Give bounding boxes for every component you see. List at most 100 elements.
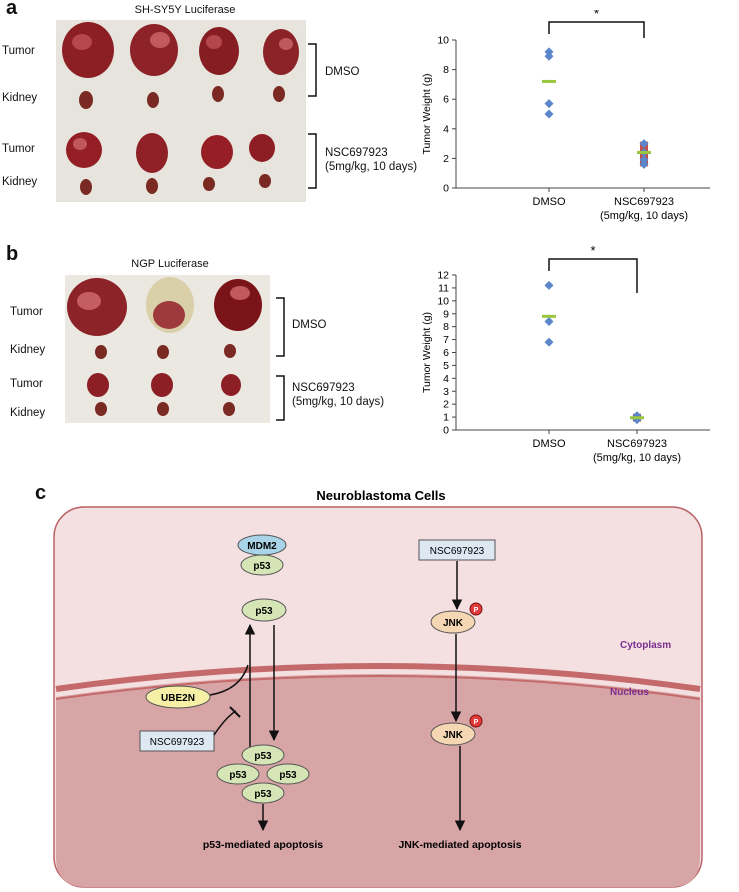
y-tick-label: 0 <box>443 183 449 195</box>
panel-a-group-label: NSC697923 (5mg/kg, 10 days) <box>325 147 418 173</box>
panel-b-row-label: Tumor <box>10 306 43 318</box>
y-tick-label: 3 <box>443 386 449 398</box>
y-axis-title: Tumor Weight (g) <box>421 73 433 154</box>
y-tick-label: 9 <box>443 308 449 320</box>
y-tick-label: 12 <box>437 270 449 282</box>
y-tick-label: 2 <box>443 153 449 165</box>
p53-label: p53 <box>255 606 273 617</box>
panel-c-letter: c <box>35 482 47 504</box>
panel-a-drug-tumors <box>66 132 275 173</box>
mdm2-label: MDM2 <box>247 541 277 552</box>
inhibition-bar <box>229 706 241 718</box>
jnk-label: JNK <box>443 618 464 629</box>
jnk-label: JNK <box>443 730 464 741</box>
y-tick-label: 11 <box>438 282 449 294</box>
jnk-node <box>430 610 476 634</box>
panel-a-row-label: Tumor <box>2 45 35 57</box>
panel-b-tissue-photo <box>65 275 270 423</box>
y-tick-label: 5 <box>443 360 449 372</box>
y-axis-title: Tumor Weight (g) <box>421 312 433 393</box>
y-tick-label: 8 <box>443 64 449 76</box>
drug-box-nucleus <box>139 730 215 752</box>
data-point <box>544 337 554 347</box>
p53-label: p53 <box>254 789 272 800</box>
panel-a-dmso-tumors <box>62 22 299 78</box>
panel-b-row-label: Kidney <box>10 344 46 356</box>
ube2n-label: UBE2N <box>161 693 195 704</box>
panel-a-row-label: Kidney <box>2 92 38 104</box>
pathway-diagram: Neuroblastoma Cells Cytoplasm Nucleus MD… <box>53 488 703 888</box>
p53-label: p53 <box>253 561 271 572</box>
data-point <box>544 51 554 61</box>
significance-bracket <box>548 21 645 38</box>
panel-b-drug-kidneys <box>95 402 235 416</box>
y-tick-label: 8 <box>443 321 449 333</box>
x-category-label: (5mg/kg, 10 days) <box>600 210 688 222</box>
p53-node <box>241 598 287 622</box>
p53-outcome-label: p53-mediated apoptosis <box>203 839 323 851</box>
panel-b-photo-title: NGP Luciferase <box>131 258 209 270</box>
panel-a-dmso-kidneys <box>79 86 285 109</box>
ube2n-activation-line <box>209 664 249 696</box>
drug-label: NSC697923 <box>150 737 205 748</box>
p53-label: p53 <box>254 751 272 762</box>
panel-a-group-label: DMSO <box>325 66 360 78</box>
panel-a-letter: a <box>6 0 18 19</box>
p53-node <box>266 763 310 785</box>
data-point <box>544 109 554 119</box>
nucleus-label: Nucleus <box>610 687 649 698</box>
data-point <box>544 317 554 326</box>
y-tick-label: 4 <box>443 373 449 385</box>
y-tick-label: 0 <box>443 425 449 437</box>
significance-star: * <box>590 245 595 258</box>
panel-b-letter: b <box>6 243 19 265</box>
phospho-icon <box>469 602 483 616</box>
y-tick-label: 7 <box>443 334 449 346</box>
y-tick-label: 10 <box>437 35 449 47</box>
panel-b-drug-tumors <box>87 373 241 397</box>
drug-label: NSC697923 <box>430 546 485 557</box>
y-tick-label: 1 <box>443 412 449 424</box>
panel-a-tissue-photo <box>56 20 306 202</box>
p53-node <box>241 744 285 766</box>
panel-a-drug-kidneys <box>80 174 271 195</box>
y-tick-label: 10 <box>437 295 449 307</box>
phospho-icon <box>469 714 483 728</box>
x-category-label: DMSO <box>533 196 566 208</box>
nucleus-region <box>56 674 700 887</box>
data-point <box>639 159 649 169</box>
panel-a-photo-title: SH-SY5Y Luciferase <box>134 4 236 16</box>
data-point <box>544 99 554 109</box>
phospho-label: P <box>474 607 479 614</box>
panel-a-row-label: Kidney <box>2 176 38 188</box>
significance-bracket <box>548 258 638 293</box>
p53-node <box>216 763 260 785</box>
x-category-label: NSC697923 <box>607 438 667 450</box>
cytoplasm-label: Cytoplasm <box>620 640 671 651</box>
p53-node <box>240 554 284 576</box>
p53-node <box>241 782 285 804</box>
panel-a-row-label: Tumor <box>2 143 35 155</box>
phospho-label: P <box>474 719 479 726</box>
jnk-outcome-label: JNK-mediated apoptosis <box>398 839 521 851</box>
p53-label: p53 <box>229 770 247 781</box>
significance-star: * <box>594 10 599 21</box>
drug-box-cytoplasm <box>418 539 496 561</box>
x-category-label: NSC697923 <box>614 196 674 208</box>
ube2n-node <box>145 685 211 709</box>
panel-b-group-brackets <box>276 297 285 421</box>
nuclear-membrane <box>55 663 701 692</box>
y-tick-label: 6 <box>443 347 449 359</box>
p53-label: p53 <box>279 770 297 781</box>
nuclear-membrane-inner <box>55 675 701 700</box>
panel-a-group-brackets <box>308 43 317 189</box>
panel-b-row-label: Kidney <box>10 407 46 419</box>
y-tick-label: 4 <box>443 123 449 135</box>
x-category-label: (5mg/kg, 10 days) <box>593 452 681 464</box>
panel-b-group-label: NSC697923 (5mg/kg, 10 days) <box>292 382 385 408</box>
jnk-node <box>430 722 476 746</box>
pathway-title: Neuroblastoma Cells <box>316 488 445 503</box>
panel-b-row-label: Tumor <box>10 378 43 390</box>
